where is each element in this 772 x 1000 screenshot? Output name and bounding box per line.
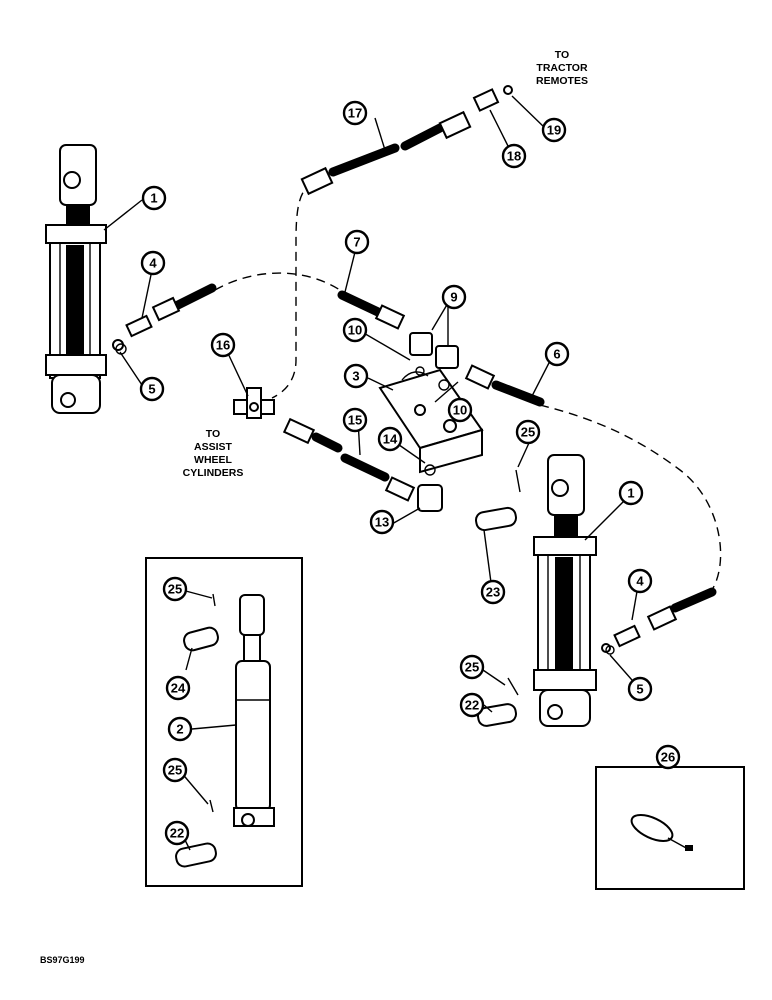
svg-text:5: 5 xyxy=(636,682,643,697)
callout-14: 14 xyxy=(377,426,403,452)
svg-text:10: 10 xyxy=(453,403,467,418)
callout-9: 9 xyxy=(441,284,467,310)
pin-22-right xyxy=(476,703,518,727)
svg-text:7: 7 xyxy=(353,235,360,250)
svg-text:14: 14 xyxy=(383,432,398,447)
callout-1-lower: 1 xyxy=(618,480,644,506)
callout-25-inset-lower: 25 xyxy=(162,757,188,783)
svg-text:ASSIST: ASSIST xyxy=(194,441,233,453)
svg-text:4: 4 xyxy=(149,256,157,271)
callout-19: 19 xyxy=(541,117,567,143)
svg-text:TRACTOR: TRACTOR xyxy=(536,62,588,74)
svg-text:25: 25 xyxy=(465,660,479,675)
svg-text:1: 1 xyxy=(150,191,157,206)
svg-text:4: 4 xyxy=(636,574,644,589)
svg-text:10: 10 xyxy=(348,323,362,338)
callout-17: 17 xyxy=(342,100,368,126)
svg-text:25: 25 xyxy=(168,763,182,778)
svg-text:3: 3 xyxy=(352,369,359,384)
callout-4-upper: 4 xyxy=(140,250,166,276)
callout-25-inset-upper: 25 xyxy=(162,576,188,602)
callout-6: 6 xyxy=(544,341,570,367)
svg-text:25: 25 xyxy=(521,425,535,440)
svg-text:26: 26 xyxy=(661,750,675,765)
callout-2: 2 xyxy=(167,716,193,742)
svg-text:CYLINDERS: CYLINDERS xyxy=(183,467,244,479)
svg-text:25: 25 xyxy=(168,582,182,597)
callout-16: 16 xyxy=(210,332,236,358)
inset-pivot-cylinder xyxy=(145,557,303,887)
hose-17 xyxy=(300,85,513,196)
svg-text:16: 16 xyxy=(216,338,230,353)
callout-22-right: 22 xyxy=(459,692,485,718)
hose-4-right xyxy=(601,587,717,653)
callout-13: 13 xyxy=(369,509,395,535)
svg-text:23: 23 xyxy=(486,585,500,600)
tee-fitting xyxy=(233,387,275,419)
svg-text:22: 22 xyxy=(465,698,479,713)
svg-text:9: 9 xyxy=(450,290,457,305)
svg-text:18: 18 xyxy=(507,149,521,164)
callout-4-lower: 4 xyxy=(627,568,653,594)
hydraulic-cylinder-lower-right xyxy=(533,454,597,727)
selector-valve xyxy=(378,368,484,474)
svg-text:24: 24 xyxy=(171,681,186,696)
hose-routing-lines xyxy=(214,181,722,591)
svg-text:2: 2 xyxy=(176,722,183,737)
callout-26: 26 xyxy=(655,744,681,770)
callout-15: 15 xyxy=(342,407,368,433)
cotter-pins xyxy=(507,469,521,696)
hydraulic-cylinder-upper-left xyxy=(45,144,107,414)
callout-5-lower: 5 xyxy=(627,676,653,702)
inset-strap xyxy=(595,766,745,890)
figure-code: BS97G199 xyxy=(40,955,85,965)
callout-10-right: 10 xyxy=(447,397,473,423)
callout-1-upper: 1 xyxy=(141,185,167,211)
hose-7 xyxy=(337,290,406,330)
callout-18: 18 xyxy=(501,143,527,169)
callout-23: 23 xyxy=(480,579,506,605)
callout-3: 3 xyxy=(343,363,369,389)
svg-text:13: 13 xyxy=(375,515,389,530)
note-to-tractor-remotes: TO TRACTOR REMOTES xyxy=(536,49,588,87)
svg-text:TO: TO xyxy=(206,428,220,440)
callout-25-right-upper: 25 xyxy=(515,419,541,445)
hose-6 xyxy=(464,364,545,407)
svg-text:17: 17 xyxy=(348,106,362,121)
pin-23 xyxy=(475,506,517,532)
svg-text:REMOTES: REMOTES xyxy=(536,75,588,87)
elbow-fittings xyxy=(409,332,459,512)
callout-22-inset: 22 xyxy=(164,820,190,846)
svg-text:5: 5 xyxy=(148,382,155,397)
hose-15 xyxy=(282,417,416,502)
callout-25-right-lower: 25 xyxy=(459,654,485,680)
callout-5-upper: 5 xyxy=(139,376,165,402)
svg-text:15: 15 xyxy=(348,413,362,428)
svg-text:6: 6 xyxy=(553,347,560,362)
callout-24: 24 xyxy=(165,675,191,701)
svg-text:19: 19 xyxy=(547,123,561,138)
callout-7: 7 xyxy=(344,229,370,255)
svg-text:TO: TO xyxy=(555,49,569,61)
hose-4-left xyxy=(112,283,217,351)
callout-10-left: 10 xyxy=(342,317,368,343)
note-to-assist-wheel-cylinders: TO ASSIST WHEEL CYLINDERS xyxy=(183,428,244,479)
svg-text:WHEEL: WHEEL xyxy=(194,454,233,466)
svg-text:1: 1 xyxy=(627,486,634,501)
svg-text:22: 22 xyxy=(170,826,184,841)
